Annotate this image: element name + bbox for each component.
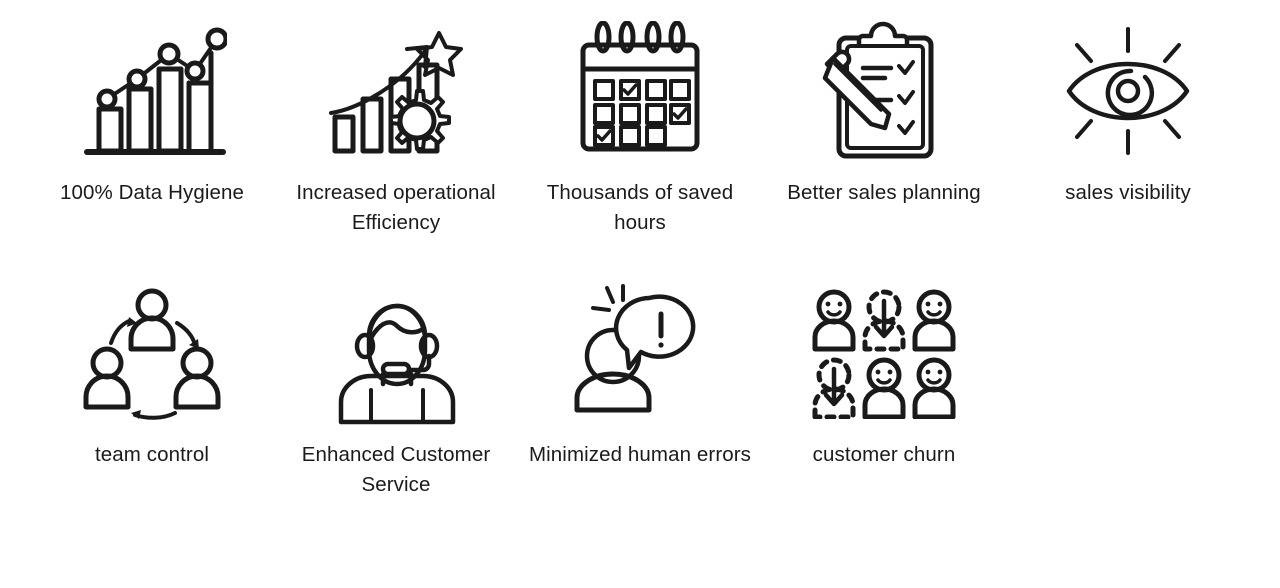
bar-chart-trend-icon (77, 16, 227, 166)
benefit-card-sales-planning: Better sales planning (762, 16, 1006, 278)
benefit-card-customer-churn: customer churn (762, 278, 1006, 540)
clipboard-checklist-pencil-icon (809, 16, 959, 166)
benefit-label: Thousands of saved hours (546, 181, 734, 234)
benefit-label: Increased operational Efficiency (296, 181, 496, 234)
eye-rays-icon (1053, 16, 1203, 166)
benefit-label: sales visibility (1065, 181, 1191, 204)
benefit-label: team control (95, 443, 209, 466)
benefit-label: Minimized human errors (528, 443, 752, 466)
benefit-card-team-control: team control (30, 278, 274, 540)
person-alert-bubble-icon (565, 278, 715, 428)
benefit-card-operational-efficiency: Increased operational Efficiency (274, 16, 518, 278)
people-churn-arrows-icon (809, 278, 959, 428)
three-people-cycle-icon (77, 278, 227, 428)
benefit-label: customer churn (812, 443, 956, 466)
calendar-checkmarks-icon (565, 16, 715, 166)
benefit-card-data-hygiene: 100% Data Hygiene (30, 16, 274, 278)
benefit-label: 100% Data Hygiene (59, 181, 245, 204)
benefit-card-sales-visibility: sales visibility (1006, 16, 1250, 278)
benefit-card-human-errors: Minimized human errors (518, 278, 762, 540)
benefit-card-customer-service: Enhanced Customer Service (274, 278, 518, 540)
benefit-card-empty (1006, 278, 1250, 540)
support-agent-headset-icon (321, 278, 471, 428)
benefit-label: Better sales planning (787, 181, 981, 204)
benefits-grid: 100% Data Hygiene Increased operat (30, 16, 1250, 540)
benefit-card-saved-hours: Thousands of saved hours (518, 16, 762, 278)
benefit-label: Enhanced Customer Service (301, 443, 491, 496)
growth-chart-star-gear-icon (321, 16, 471, 166)
